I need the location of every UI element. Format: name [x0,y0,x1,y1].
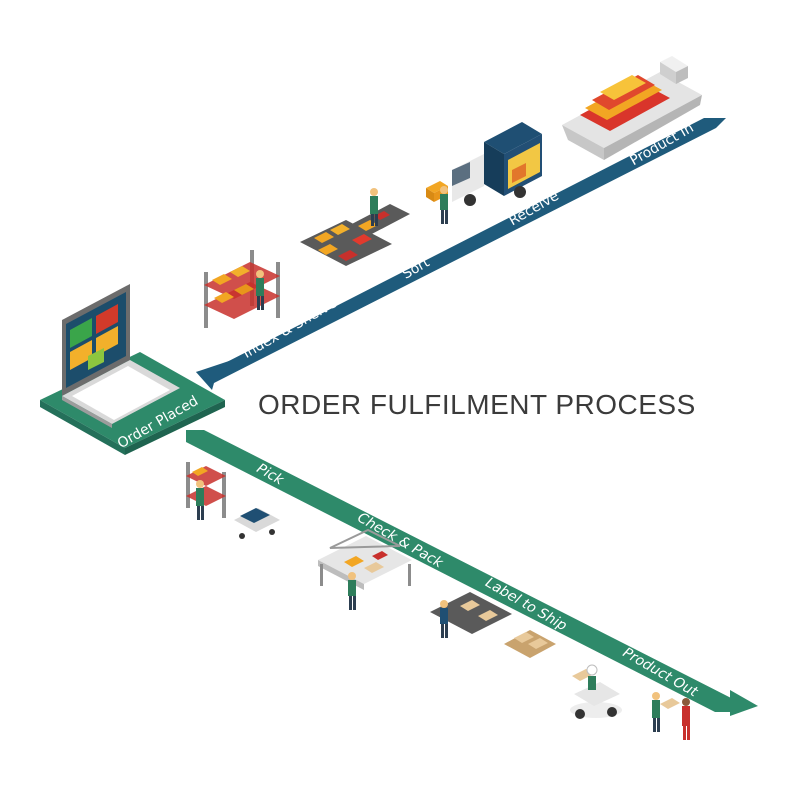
step-label-product-out: Product Out [620,645,701,701]
warehouse-shelf-icon [204,250,280,328]
recipient-handoff-icon [652,692,690,740]
picking-shelf-icon [186,462,280,539]
delivery-truck-icon [452,122,542,206]
sorting-conveyor-icon [300,188,410,266]
outbound-arrowhead [730,690,758,716]
cargo-ship-icon [562,56,702,160]
worker-carrying-box-icon [426,181,448,224]
courier-scooter-icon [570,664,622,719]
inbound-band [196,118,726,390]
labeling-conveyor-icon [430,592,556,658]
packing-table-icon [318,528,412,610]
step-label-label-to-ship: Label to Ship [482,575,569,635]
inbound-arrowhead [196,360,232,383]
outbound-band [186,430,735,712]
diagram-title: ORDER FULFILMENT PROCESS [258,389,696,420]
laptop-cart-icon [62,284,180,428]
